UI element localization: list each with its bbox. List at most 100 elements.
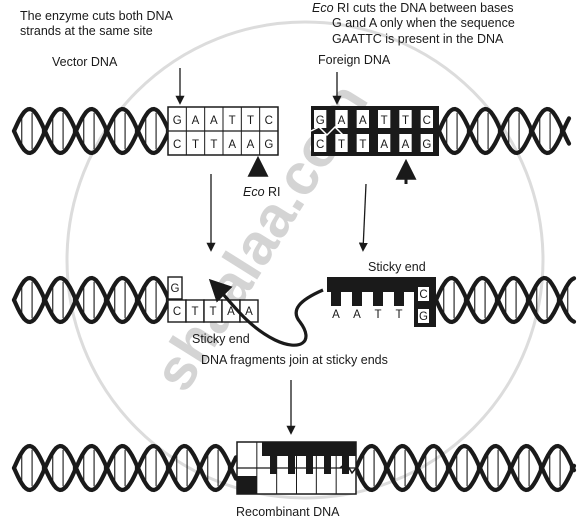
helix-strand-a	[353, 443, 577, 493]
foreign-bottom-base: A	[402, 139, 410, 151]
foreign-top-base: T	[402, 115, 409, 127]
foreign-dna-helix-right	[436, 106, 572, 156]
foreign-top-cell	[378, 110, 391, 128]
foreign-top-cell	[399, 110, 412, 128]
foreign-bottom-cell	[399, 134, 412, 152]
fragments-join-label: DNA fragments join at sticky ends	[201, 353, 388, 367]
vector-bottom-base: A	[247, 139, 255, 151]
foreign-top-base: T	[381, 115, 388, 127]
sticky-right-tooth	[352, 290, 362, 306]
ecori-label-line1: Eco RI cuts the DNA between bases	[312, 1, 514, 15]
vector-top-base: T	[229, 115, 236, 127]
foreign-bottom-base: A	[380, 139, 388, 151]
foreign-bottom-cell	[356, 134, 369, 152]
vector-bottom-base: T	[210, 139, 217, 151]
sticky-left-base: T	[209, 306, 216, 318]
enzyme-cuts-label-line1: The enzyme cuts both DNA	[20, 9, 174, 23]
foreign-bottom-base: G	[422, 139, 431, 151]
sticky-left-base: T	[191, 306, 198, 318]
sticky-left-base: C	[173, 306, 181, 318]
recombinant-foreign-tooth	[288, 454, 295, 474]
foreign-dna-label: Foreign DNA	[318, 53, 391, 67]
vector-top-base: G	[173, 115, 182, 127]
recombinant-join-mark	[339, 461, 357, 475]
recombinant-foreign-tooth	[324, 454, 331, 474]
foreign-top-cell	[356, 110, 369, 128]
foreign-site-cut-mark	[310, 125, 344, 137]
foreign-top-base: A	[359, 115, 367, 127]
eco-ri-label: Eco RI	[243, 185, 281, 199]
helix-strand-a	[11, 106, 171, 156]
eco-ri-italic: Eco	[243, 185, 265, 199]
ecori-rest: RI cuts the DNA between bases	[334, 1, 514, 15]
vector-top-base: A	[192, 115, 200, 127]
sticky-left-overhang-cell	[167, 276, 183, 300]
sticky-right-tooth	[373, 290, 383, 306]
sticky-right-end-top-base: C	[419, 289, 427, 301]
sticky-end-left-label: Sticky end	[192, 332, 250, 346]
ecori-italic: Eco	[312, 1, 334, 15]
helix-strand-b	[11, 443, 239, 493]
vector-top-base: A	[210, 115, 218, 127]
vector-top-base: C	[265, 115, 273, 127]
helix-strand-b	[11, 106, 171, 156]
vector-bottom-base: C	[173, 139, 181, 151]
foreign-top-base: C	[423, 115, 431, 127]
ecori-label-line3: GAATTC is present in the DNA	[332, 32, 504, 46]
sticky-left-base: A	[245, 306, 253, 318]
cut-vector-helix	[11, 275, 171, 325]
foreign-bottom-cell	[335, 134, 348, 152]
sticky-right-base: T	[374, 309, 381, 321]
foreign-top-base: G	[316, 115, 325, 127]
helix-strand-b	[11, 275, 171, 325]
foreign-bottom-base: T	[338, 139, 345, 151]
sticky-right-base: T	[395, 309, 402, 321]
foreign-top-cell	[314, 110, 327, 128]
recombinant-dna-label: Recombinant DNA	[236, 505, 340, 519]
helix-strand-b	[436, 106, 572, 156]
sticky-left-base: A	[227, 306, 235, 318]
foreign-bottom-cell	[314, 134, 327, 152]
helix-strand-b	[433, 275, 577, 325]
foreign-bottom-cell	[378, 134, 391, 152]
watermark-circle	[65, 20, 545, 500]
foreign-bottom-base: T	[359, 139, 366, 151]
vector-dna-helix-left	[11, 106, 171, 156]
sticky-right-end-cell-top	[418, 287, 429, 301]
sticky-left-overhang-base: G	[171, 283, 180, 295]
sticky-right-backbone	[327, 277, 433, 292]
helix-strand-b	[353, 443, 577, 493]
sticky-right-end-bottom-base: G	[419, 311, 428, 323]
sticky-right-base: A	[353, 309, 361, 321]
enzyme-cuts-label-line2: strands at the same site	[20, 24, 153, 38]
recombinant-foreign-tooth	[306, 454, 313, 474]
sticky-right-tooth	[331, 290, 341, 306]
eco-ri-rest: RI	[265, 185, 281, 199]
foreign-sticky-end: A A T T CG	[327, 277, 436, 327]
vector-bottom-base: G	[264, 139, 273, 151]
sticky-end-right-label: Sticky end	[368, 260, 426, 274]
joining-curve-arrow	[208, 278, 324, 347]
foreign-fragment-helix	[433, 275, 577, 325]
recombinant-foreign-bottom	[237, 476, 257, 494]
recombinant-foreign-top	[262, 442, 356, 456]
helix-strand-a	[436, 106, 572, 156]
vector-bottom-base: A	[228, 139, 236, 151]
foreign-bottom-cell	[420, 134, 433, 152]
recombinant-dna-helix	[11, 443, 577, 493]
sticky-right-tooth	[394, 290, 404, 306]
foreign-top-cell	[420, 110, 433, 128]
helix-strand-a	[433, 275, 577, 325]
recombinant-foreign-tooth	[270, 454, 277, 474]
sticky-right-end-cell-bottom	[418, 309, 429, 323]
sticky-right-base: A	[332, 309, 340, 321]
ecori-label-line2: G and A only when the sequence	[332, 16, 515, 30]
foreign-cut-down-arrow	[358, 183, 368, 252]
foreign-top-base: A	[338, 115, 346, 127]
